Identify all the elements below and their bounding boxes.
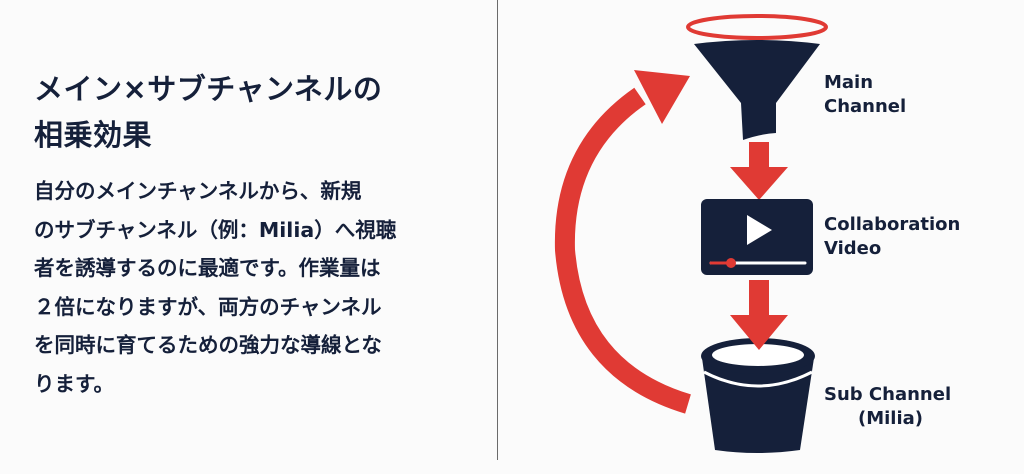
body-line: のサブチャンネル（例：Milia）へ視聴 (34, 217, 397, 242)
main-channel-label: Channel (824, 96, 906, 117)
collab-video-label: Video (824, 238, 881, 259)
description-text: 自分のメインチャンネルから、新規 のサブチャンネル（例：Milia）へ視聴 者を… (34, 172, 396, 403)
title-line: 相乗効果 (34, 118, 153, 152)
body-line: ります。 (34, 371, 114, 396)
collab-video-label: Collaboration (824, 214, 960, 235)
bucket-icon (701, 338, 815, 453)
body-line: を同時に育てるための強力な導線とな (34, 333, 382, 357)
divider (497, 0, 498, 460)
sub-channel-label: Sub Channel (824, 384, 951, 405)
play-icon (747, 215, 772, 245)
return-arrow-icon (554, 70, 691, 414)
sub-channel-label: (Milia) (858, 408, 923, 429)
title-line: メイン×サブチャンネルの (34, 72, 383, 106)
body-line: 者を誘導するのに最適です。作業量は (34, 256, 381, 280)
body-line: 自分のメインチャンネルから、新規 (34, 179, 362, 203)
funnel-icon (686, 14, 828, 140)
main-channel-label: Main (824, 72, 873, 93)
slide-title: メイン×サブチャンネルの 相乗効果 (34, 66, 382, 158)
down-arrow-head (730, 315, 788, 350)
video-player-icon (701, 199, 813, 275)
down-arrow-icon (730, 142, 788, 200)
down-arrow-icon (749, 280, 769, 316)
body-line: ２倍になりますが、両方のチャンネル (34, 294, 382, 319)
